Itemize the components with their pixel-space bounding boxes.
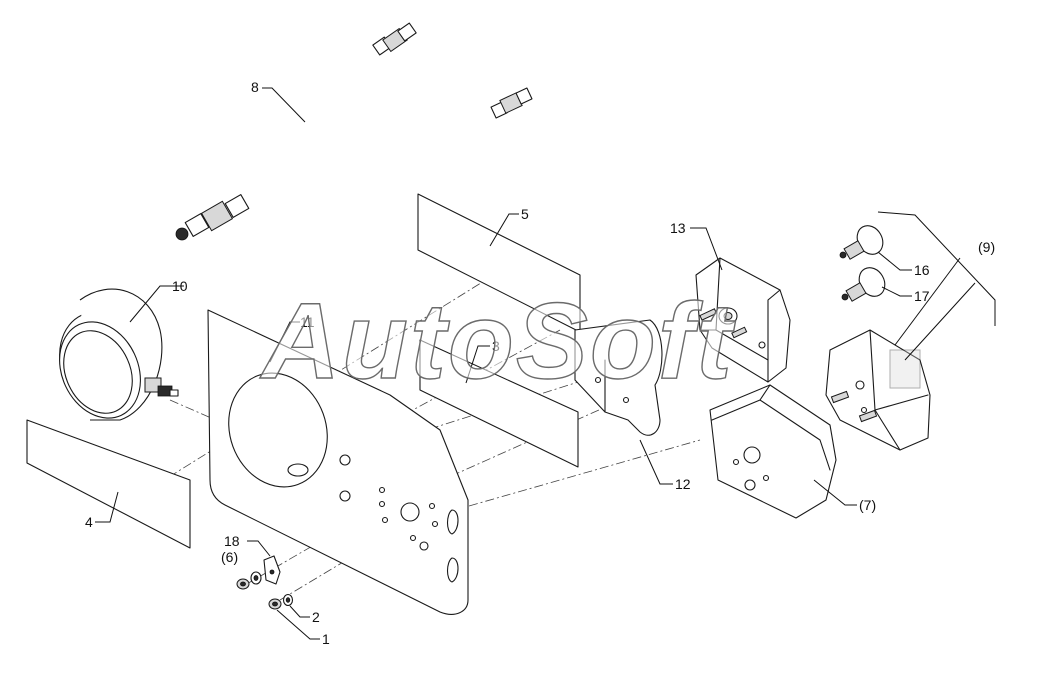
part-10-round-lamp	[59, 288, 179, 421]
callout-17: 17	[914, 288, 930, 304]
part-12-angle-bracket	[574, 319, 663, 436]
part-9-lamp-body	[825, 329, 931, 451]
part-3-label-sheet	[419, 339, 579, 468]
part-13-lamp-unit	[695, 257, 791, 383]
cable-connector-main	[175, 194, 250, 241]
part-1-nut	[268, 598, 282, 610]
callout-13: 13	[670, 220, 686, 236]
part-18-clip	[263, 555, 281, 585]
part-7-lens-cover	[709, 384, 837, 519]
callout-1: 1	[322, 631, 330, 647]
autosoft-watermark: AutoSoft	[259, 280, 736, 401]
callout-12: 12	[675, 476, 691, 492]
callout-labels: 8 5 13 (9) 16 17 10 11 3 12 (7) 4 18 (6)…	[85, 79, 995, 647]
callout-3: 3	[492, 338, 500, 354]
part-2-washer	[282, 593, 294, 607]
y-cable-harness	[175, 22, 533, 241]
callout-5: 5	[521, 206, 529, 222]
callout-6: (6)	[221, 549, 238, 565]
callout-4: 4	[85, 514, 93, 530]
callout-10: 10	[172, 278, 188, 294]
callout-2: 2	[312, 609, 320, 625]
part-17-bulb	[841, 267, 886, 302]
callout-16: 16	[914, 262, 930, 278]
part-6-nut-washer	[236, 571, 262, 590]
callout-18: 18	[224, 533, 240, 549]
callout-8: 8	[251, 79, 259, 95]
callout-7: (7)	[859, 497, 876, 513]
callout-9: (9)	[978, 239, 995, 255]
callout-11: 11	[300, 314, 315, 330]
cable-connector-right	[490, 87, 533, 119]
part-16-bulb	[839, 225, 884, 260]
cable-connector-upper	[372, 22, 417, 56]
part-11-mounting-plate	[207, 309, 469, 615]
part-4-label-sheet	[26, 419, 191, 549]
callout-leader-lines	[95, 87, 996, 640]
